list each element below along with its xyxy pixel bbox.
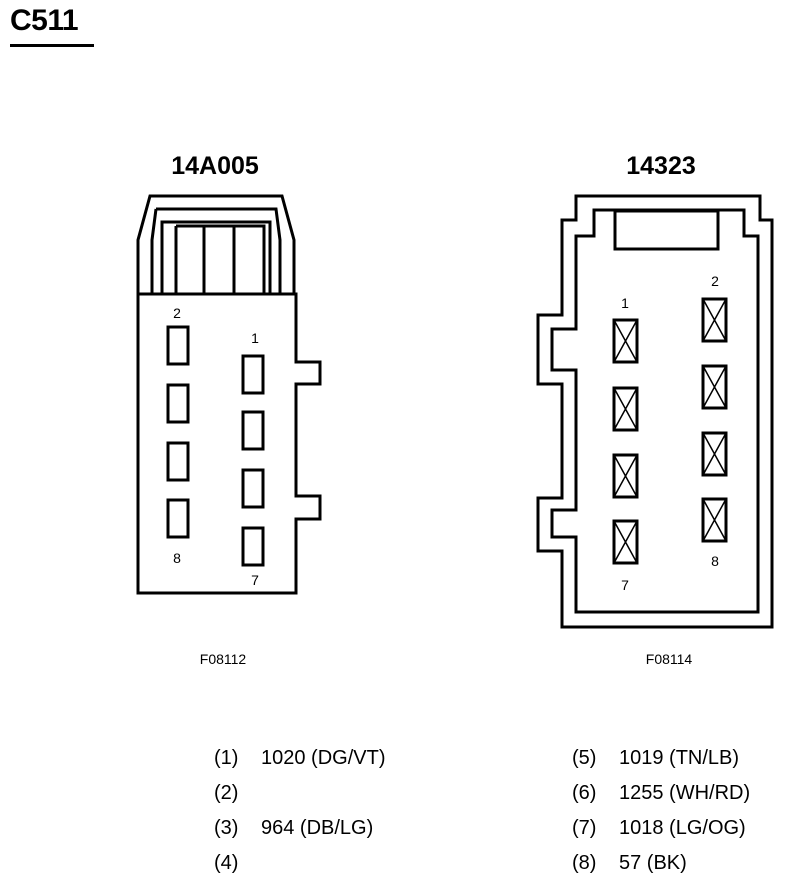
pin-number: (1) bbox=[214, 747, 239, 769]
pin-number: (7) bbox=[572, 817, 597, 839]
right-cavity-7 bbox=[612, 519, 639, 565]
left-cavity-4 bbox=[166, 383, 190, 424]
pin-circuit: 964 (DB/LG) bbox=[261, 817, 374, 839]
right-pin-label-8: 8 bbox=[711, 553, 719, 569]
right-cavity-5 bbox=[612, 453, 639, 499]
right-pin-label-2: 2 bbox=[711, 273, 719, 289]
left-cavity-5 bbox=[241, 468, 265, 509]
pin-number: (6) bbox=[572, 782, 597, 804]
pin-circuit: 57 (BK) bbox=[619, 852, 687, 874]
right-cavity-4 bbox=[701, 364, 728, 410]
pin-number: (2) bbox=[214, 782, 239, 804]
pin-number: (5) bbox=[572, 747, 597, 769]
left-part-number: 14A005 bbox=[171, 152, 259, 180]
right-cavity-2 bbox=[701, 297, 728, 343]
right-pin-label-7: 7 bbox=[621, 577, 629, 593]
left-cavity-6 bbox=[166, 441, 190, 482]
left-cavity-2 bbox=[166, 325, 190, 366]
pinout-row: (5) 1019 (TN/LB) bbox=[572, 741, 750, 776]
pinout-row: (6) 1255 (WH/RD) bbox=[572, 776, 750, 811]
pinout-row: (2) bbox=[214, 776, 385, 811]
pin-circuit: 1019 (TN/LB) bbox=[619, 747, 740, 769]
right-cavity-3 bbox=[612, 386, 639, 432]
right-cavity-1 bbox=[612, 318, 639, 364]
pinout-row: (4) bbox=[214, 846, 385, 881]
right-figure-code: F08114 bbox=[646, 651, 693, 667]
left-cavity-7 bbox=[241, 526, 265, 567]
pinout-row: (3) 964 (DB/LG) bbox=[214, 811, 385, 846]
pinout-right-column: (5) 1019 (TN/LB) (6) 1255 (WH/RD) (7) 10… bbox=[572, 741, 750, 881]
right-cavity-6 bbox=[701, 431, 728, 477]
pinout-row: (7) 1018 (LG/OG) bbox=[572, 811, 750, 846]
pinout-left-column: (1) 1020 (DG/VT) (2) (3) 964 (DB/LG) (4) bbox=[214, 741, 385, 881]
left-pin-label-2: 2 bbox=[173, 305, 181, 321]
pin-circuit: 1255 (WH/RD) bbox=[619, 782, 751, 804]
right-cavity-8 bbox=[701, 497, 728, 543]
right-cavities bbox=[612, 297, 728, 565]
right-connector-body bbox=[536, 194, 774, 629]
left-pin-label-1: 1 bbox=[251, 330, 259, 346]
left-cavity-8 bbox=[166, 498, 190, 539]
pinout-row: (1) 1020 (DG/VT) bbox=[214, 741, 385, 776]
pin-circuit: 1020 (DG/VT) bbox=[261, 747, 386, 769]
left-figure-code: F08112 bbox=[200, 651, 247, 667]
left-cavity-3 bbox=[241, 410, 265, 451]
left-connector-body bbox=[136, 194, 322, 595]
title-underline bbox=[10, 44, 94, 47]
pin-number: (3) bbox=[214, 817, 239, 839]
left-pin-label-8: 8 bbox=[173, 550, 181, 566]
left-cavities bbox=[166, 325, 265, 567]
pin-number: (4) bbox=[214, 852, 239, 874]
pin-number: (8) bbox=[572, 852, 597, 874]
connector-title: C511 bbox=[10, 4, 79, 37]
right-pin-label-1: 1 bbox=[621, 295, 629, 311]
pin-circuit: 1018 (LG/OG) bbox=[619, 817, 746, 839]
left-pin-label-7: 7 bbox=[251, 572, 259, 588]
right-part-number: 14323 bbox=[626, 152, 696, 180]
pinout-row: (8) 57 (BK) bbox=[572, 846, 750, 881]
left-cavity-1 bbox=[241, 354, 265, 395]
